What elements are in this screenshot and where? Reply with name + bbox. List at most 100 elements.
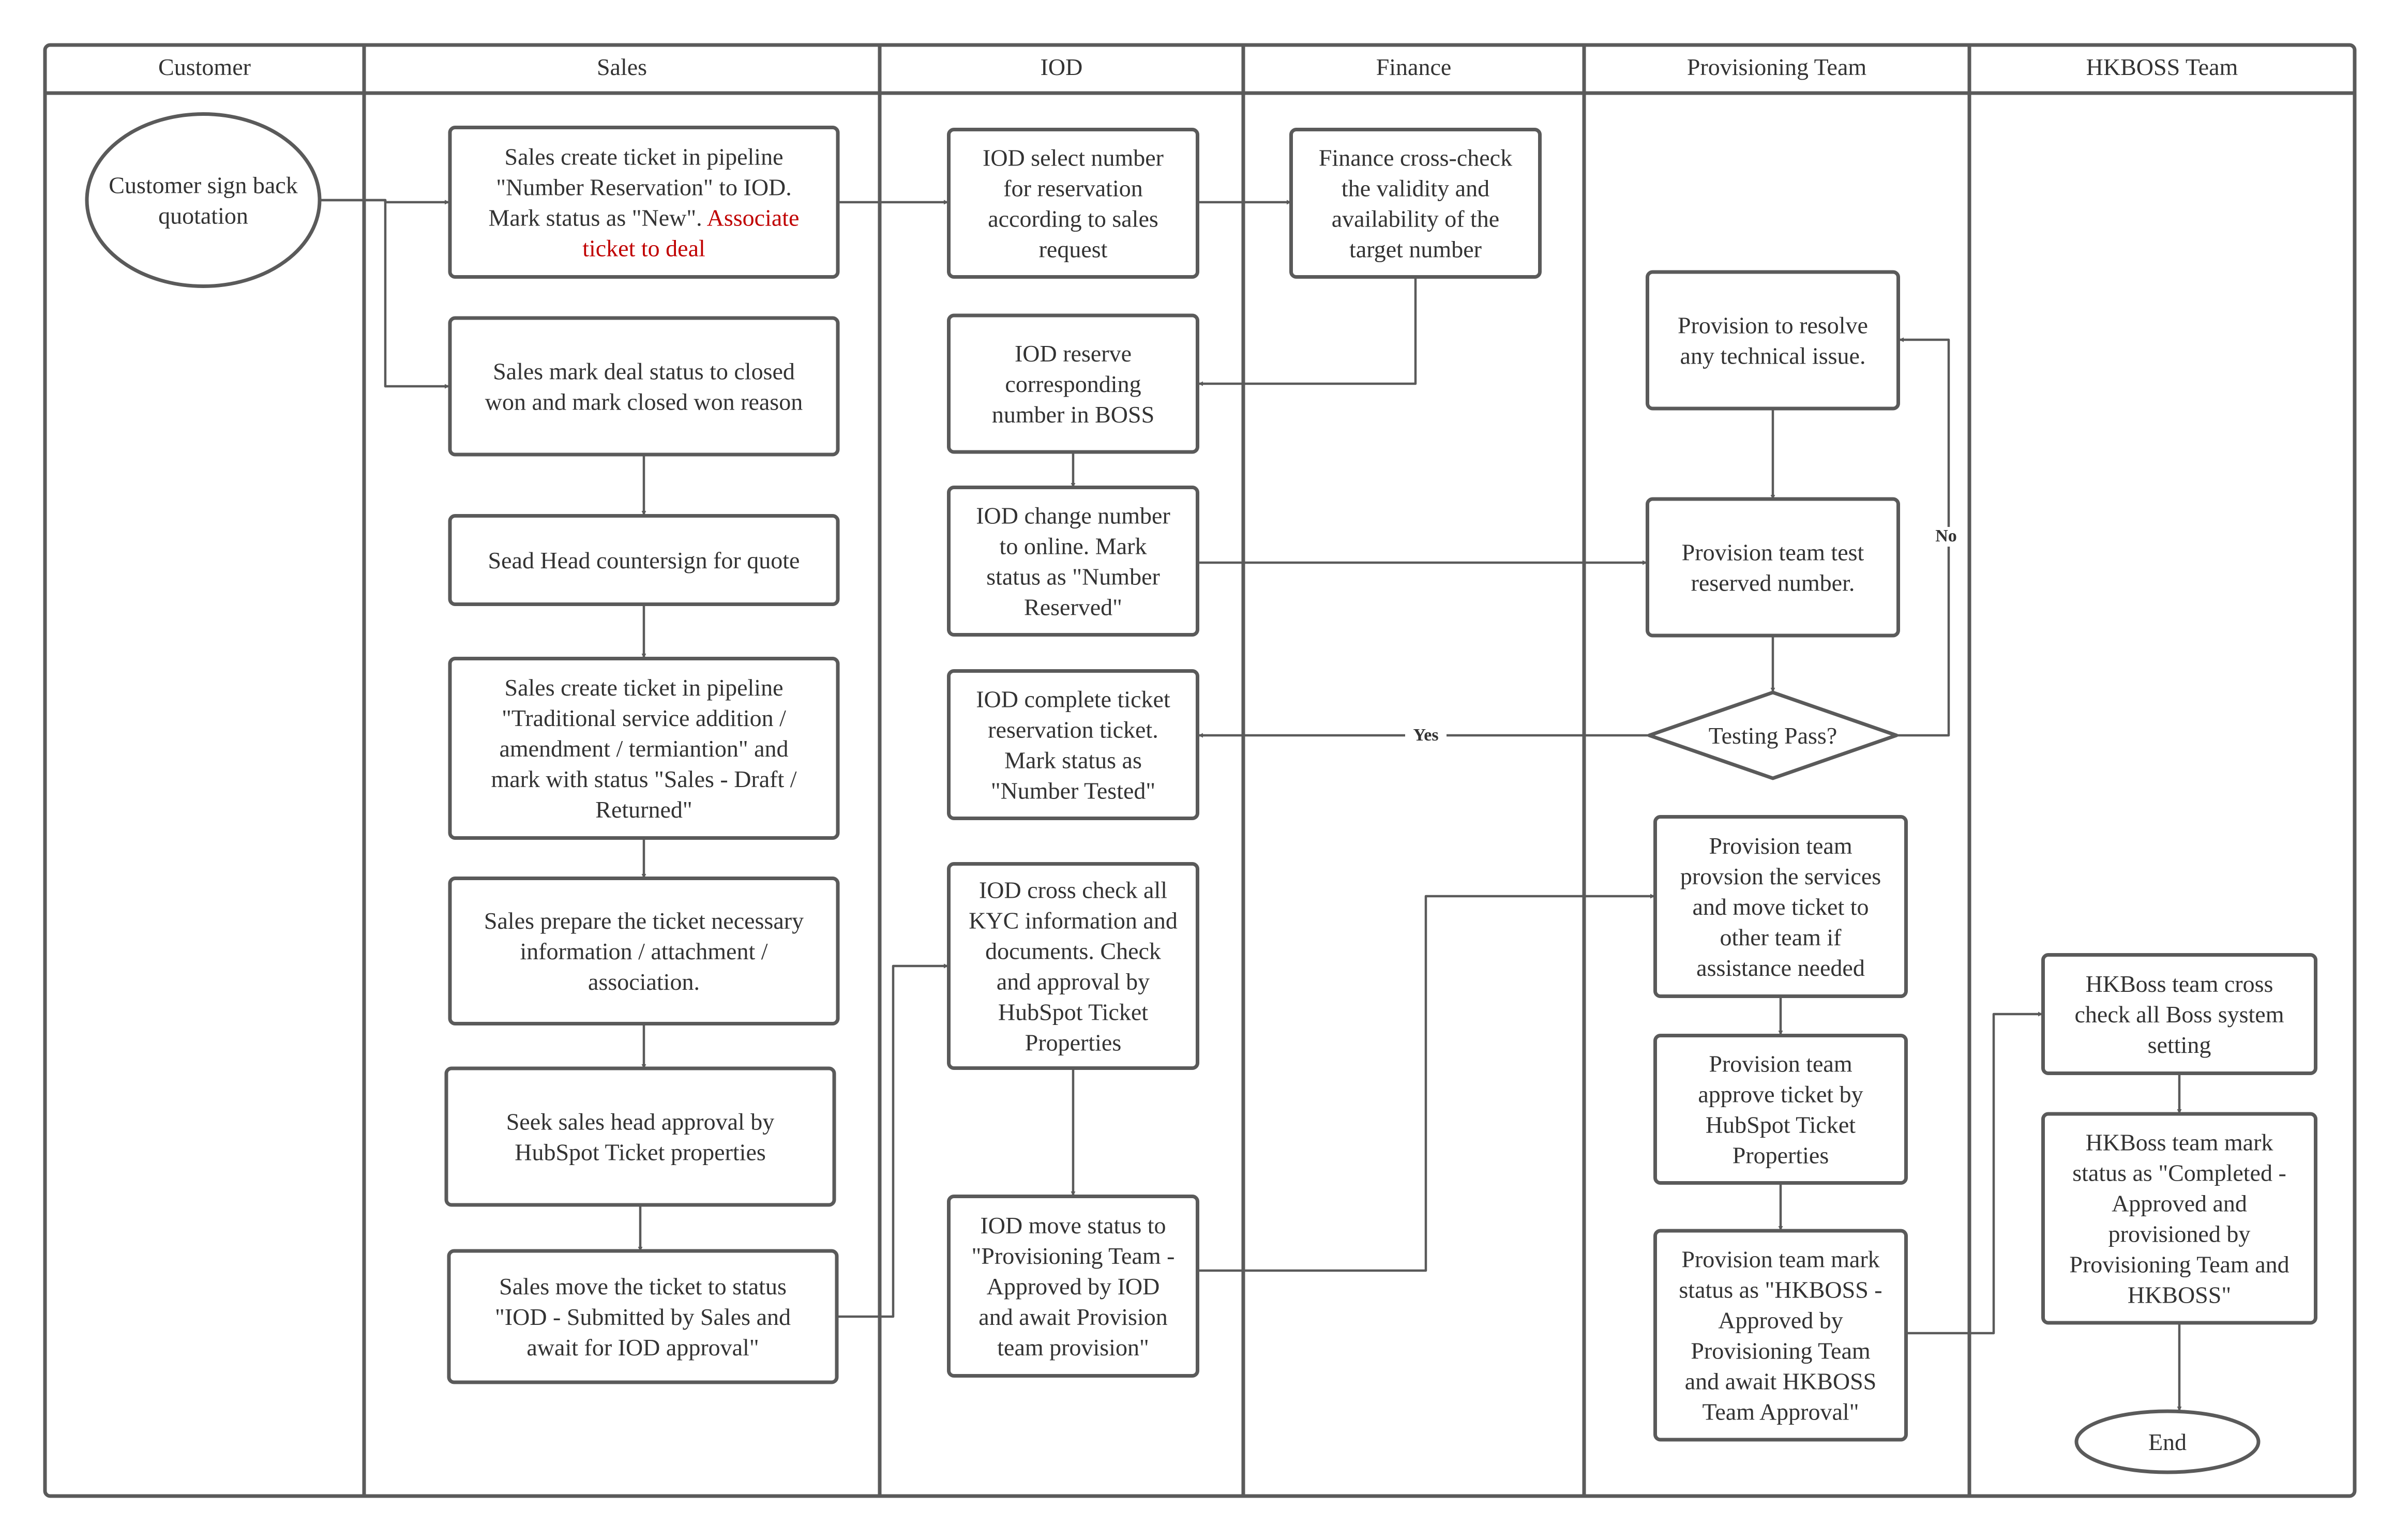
node-text-line: HubSpot Ticket [1706,1112,1856,1138]
sales-create-ticket-node: Sales create ticket in pipeline"Number R… [448,126,840,279]
connector-sales-move-status-to-iod-cross-check [837,963,948,1318]
node-text-segment: provisioned by [2108,1221,2251,1247]
node-text-line: Sales mark deal status to closed [493,358,795,385]
node-text-segment: Provision team test [1682,539,1864,566]
node-text-line: Approved by IOD [987,1273,1160,1300]
node-text-segment: to online. Mark [1000,533,1147,560]
process-shape [444,1066,836,1207]
node-text-line: Properties [1733,1142,1829,1169]
node-text-line: IOD complete ticket [976,686,1170,713]
node-text-segment: any technical issue. [1680,343,1866,369]
node-text-segment: "Number Reservation" to IOD. [496,174,792,201]
end-node: End [2074,1409,2261,1474]
node-text-segment: IOD select number [983,145,1164,171]
node-text-line: Testing Pass? [1709,722,1837,749]
node-text-segment: availability of the [1332,206,1499,232]
node-text-line: Properties [1025,1030,1122,1056]
iod-move-status-node: IOD move status to "Provisioning Team - Ap… [947,1195,1199,1378]
node-text-segment: Approved by [1718,1307,1843,1334]
node-text-line: and move ticket to [1692,894,1869,920]
node-text-line: corresponding [1005,371,1141,397]
node-text-segment: the validity and [1342,175,1489,202]
node-text-line: provisioned by [2108,1221,2251,1247]
node-text-segment: Seek sales head approval by [506,1109,775,1135]
node-text-line: HKBoss team mark [2086,1129,2273,1156]
node-text-line: and await Provision [978,1304,1167,1330]
node-text-segment: status as "Number [986,564,1160,590]
node-text-segment: "IOD - Submitted by Sales and [495,1304,791,1330]
node-text-segment: Provisioning Team and [2069,1251,2289,1278]
node-text-segment: Returned" [595,796,692,823]
node-text-line: setting [2148,1032,2211,1058]
node-text-line: and await HKBOSS [1685,1368,1877,1395]
connector-testing-pass-to-iod-complete: Yes [1198,726,1649,746]
node-text-segment: Sales move the ticket to status [499,1273,787,1300]
node-text-segment: Sead Head countersign for quote [488,547,800,573]
node-text-line: to online. Mark [1000,533,1147,560]
process-shape [947,313,1199,454]
node-text-line: "Traditional service addition / [502,705,786,731]
node-text-line: Provisioning Team and [2069,1251,2289,1278]
process-shape [947,486,1199,637]
node-text-line: "Provisioning Team - [972,1243,1175,1269]
node-text-segment: IOD change number [976,503,1170,529]
node-text-line: status as "HKBOSS - [1679,1277,1882,1303]
process-shape [448,126,840,279]
node-text-segment: Properties [1733,1142,1829,1169]
process-shape [1653,1034,1908,1185]
process-shape [2041,953,2317,1075]
node-text-line: HKBOSS" [2128,1282,2231,1308]
node-text-segment: Properties [1025,1030,1122,1056]
node-text-line: quotation [158,203,248,229]
node-text-segment: Finance cross-check [1319,145,1512,171]
node-text-line: Sales create ticket in pipeline [505,674,784,701]
connector-line [1198,894,1655,1272]
process-shape [447,1249,839,1384]
node-text-line: availability of the [1332,206,1499,232]
node-text-line: IOD move status to [980,1212,1166,1239]
decision-shape [1647,690,1899,780]
sead-head-countersign-node: Sead Head countersign for quote [448,514,840,606]
node-text-line: Finance cross-check [1319,145,1512,171]
node-text-segment: Sales create ticket in pipeline [505,674,784,701]
edge-label-bg [1931,527,1961,547]
node-text-line: documents. Check [985,938,1161,964]
testing-pass-node: Testing Pass? [1647,690,1899,780]
node-text-segment: KYC information and [969,908,1178,934]
node-text-segment: Approved and [2112,1190,2247,1217]
node-text-line: the validity and [1342,175,1489,202]
node-text-segment: Mark status as [1004,747,1142,774]
node-text-line: Mark status as [1004,747,1142,774]
node-text-segment: HubSpot Ticket properties [515,1139,766,1166]
node-text-line: check all Boss system [2075,1001,2284,1028]
connector-finance-check-to-iod-reserve [1198,277,1417,386]
node-text-segment: mark with status "Sales - Draft / [491,766,796,792]
node-text-segment: for reservation [1003,175,1143,202]
node-text-line: according to sales [988,206,1158,232]
sales-prepare-node: Sales prepare the ticket necessaryinform… [448,877,840,1025]
node-text-line: Team Approval" [1703,1399,1859,1425]
process-shape [448,657,840,840]
node-text-segment: HubSpot Ticket [998,999,1148,1025]
node-text-line: provsion the services [1680,863,1881,889]
connector-testing-pass-to-prov-resolve: No [1896,337,1961,737]
node-text-segment: HKBoss team mark [2086,1129,2273,1156]
node-text-segment: according to sales [988,206,1158,232]
node-text-line: KYC information and [969,908,1178,934]
process-shape [448,316,840,457]
node-text-segment: quotation [158,203,248,229]
node-text-segment: "Traditional service addition / [502,705,786,731]
node-text-segment: Approved by IOD [987,1273,1160,1300]
node-text-line: "Number Tested" [991,778,1155,804]
iod-change-online-node: IOD change number to online. Mark status a… [947,486,1199,637]
process-shape [2041,1112,2317,1325]
node-text-segment: and move ticket to [1692,894,1869,920]
node-text-line: any technical issue. [1680,343,1866,369]
node-text-line: Approved by [1718,1307,1843,1334]
node-text-segment: Team Approval" [1703,1399,1859,1425]
